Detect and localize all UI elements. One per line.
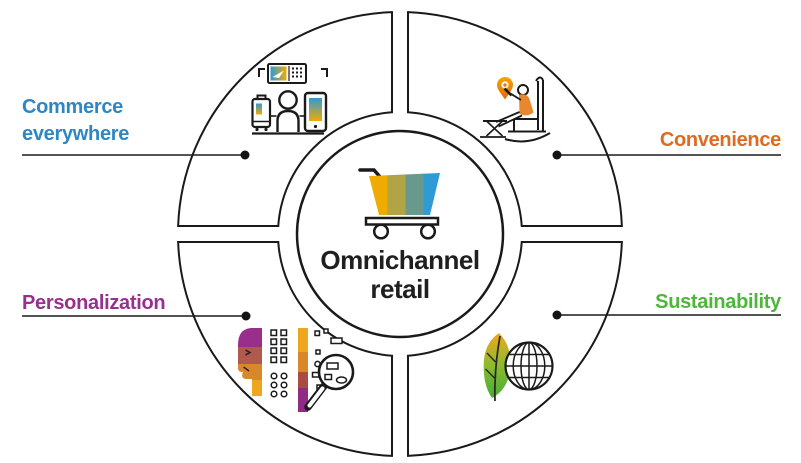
profile-data-magnifier-icon (238, 328, 355, 412)
label-sustainability: Sustainability (655, 291, 782, 313)
callout-dot-convenience (552, 150, 562, 160)
scattered-data-bits (311, 328, 343, 390)
leaf-globe-icon (483, 333, 554, 402)
cart-wheel-right (419, 223, 437, 240)
cart-stripe-3 (405, 173, 424, 215)
cart-wheel-left (372, 223, 390, 240)
cart-stripe-2 (387, 173, 406, 215)
center-circle (295, 129, 505, 339)
center-title-line2: retail (370, 274, 429, 304)
face-eye (245, 349, 252, 356)
shopper-head (517, 84, 529, 96)
label-personalization: Personalization (22, 292, 165, 314)
face-mouth (243, 366, 250, 372)
suitcase-handle (256, 94, 267, 99)
center-title-line1: Omnichannel (320, 245, 479, 275)
callout-dot-personalization (241, 311, 251, 321)
leaf (483, 333, 511, 398)
cart-base-bar (364, 216, 440, 226)
label-convenience: Convenience (660, 129, 781, 151)
data-bar (298, 328, 308, 412)
traveler-devices-icon (251, 63, 328, 135)
globe (504, 341, 554, 391)
leaf-stem (493, 335, 501, 402)
data-squares (270, 329, 288, 398)
relaxed-shopper-location-icon (480, 76, 551, 143)
label-commerce-everywhere-line1: Commerce (22, 96, 123, 118)
shopper-torso (519, 94, 534, 116)
person-head (278, 90, 298, 110)
callout-dot-commerce-everywhere (240, 150, 250, 160)
person-body (276, 109, 300, 132)
label-commerce-everywhere-line2: everywhere (22, 123, 129, 145)
magnifier-icon (304, 353, 355, 411)
callout-dot-sustainability (552, 310, 562, 320)
